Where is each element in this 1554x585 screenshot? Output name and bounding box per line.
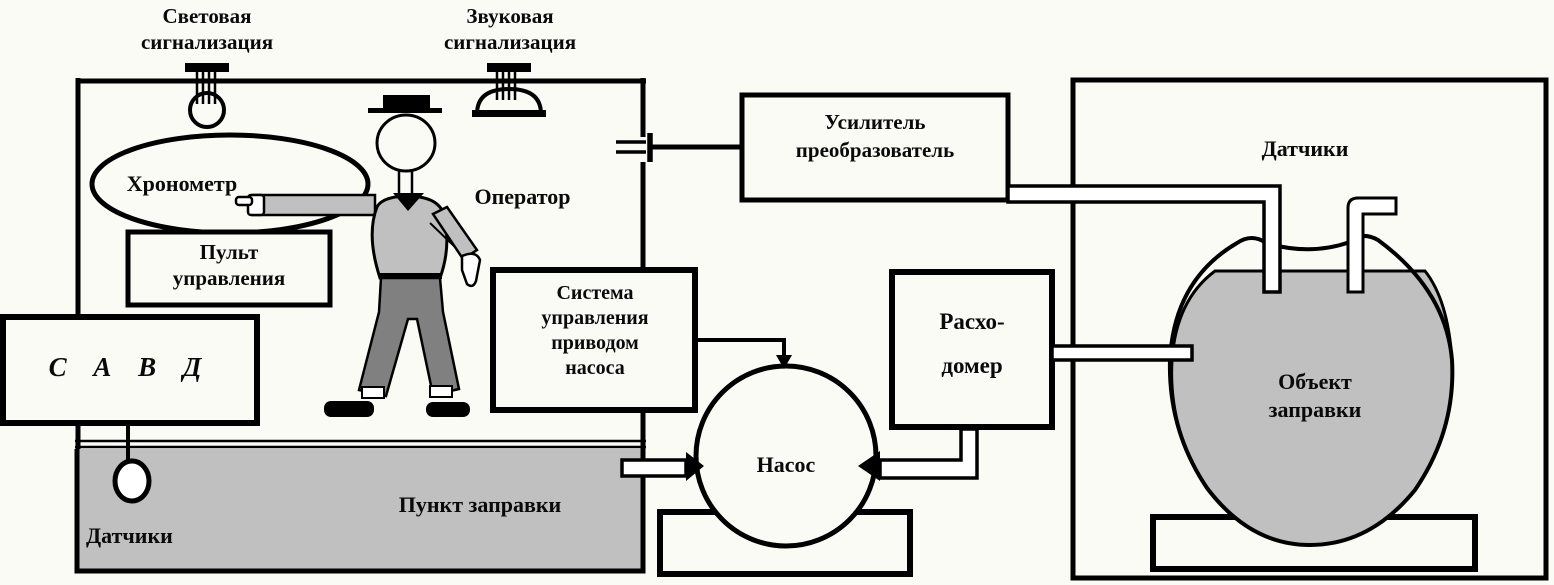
pump-control-box (490, 267, 698, 413)
flow-meter-label-line1: Расхо- (939, 309, 1005, 334)
operator-figure (234, 95, 482, 417)
pump-label: Насос (756, 452, 816, 477)
sound-alarm-icon (472, 63, 546, 117)
tank-level-probe (1346, 196, 1398, 294)
amplifier-label: Усилитель преобразователь (795, 110, 955, 162)
fueling-object-label: Объект заправки (1268, 369, 1362, 422)
flow-meter-label-line2: домер (941, 353, 1003, 378)
light-alarm-icon (185, 63, 229, 129)
savd-box (0, 314, 260, 426)
suction-pipe (620, 458, 688, 478)
control-panel-label: Пульт управления (172, 240, 286, 290)
control-panel-box (125, 229, 333, 308)
fuel-pipe-to-tank (1050, 344, 1194, 362)
tank-sensors-label: Датчики (1261, 136, 1349, 161)
operator-room-walls (75, 78, 646, 449)
flow-meter-label: Расхо- домер (892, 300, 1052, 388)
savd-label: С А В Д (48, 352, 212, 382)
fueling-point-area (74, 439, 646, 574)
savd-sensor-probe (112, 423, 152, 504)
pump (657, 363, 913, 577)
fueling-point-label: Пункт заправки (398, 492, 562, 517)
sound-alarm-label: Звуковая сигнализация (443, 4, 577, 54)
amplifier-box (739, 92, 1011, 203)
flow-meter-box (889, 269, 1055, 430)
discharge-pipe (878, 427, 979, 480)
operator-label: Оператор (474, 184, 571, 209)
control-arrow (695, 338, 792, 369)
light-alarm-label: Световая сигнализация (140, 4, 274, 54)
wall-transducer-symbol (616, 133, 742, 162)
fill-pipe (1006, 184, 1282, 294)
chronometer-label: Хронометр (126, 171, 238, 196)
sensors-enclosure (1070, 77, 1549, 581)
hat-icon (383, 95, 430, 110)
fueling-point-sensors-label: Датчики (86, 523, 173, 548)
pump-control-label: Система управления приводом насоса (541, 282, 649, 379)
